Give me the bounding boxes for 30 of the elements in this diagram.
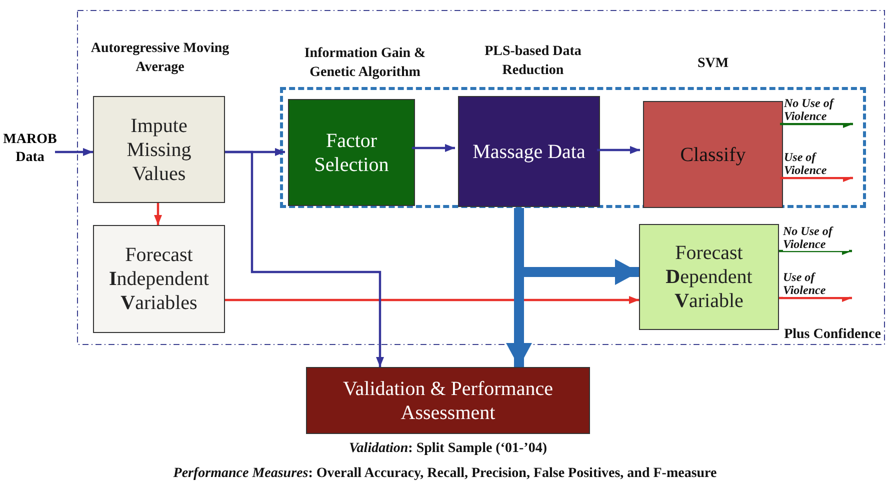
step-heading: PLS-based Data Reduction	[484, 43, 582, 80]
edge-label: Use of Violence	[784, 151, 850, 178]
process-box: Validation & Performance Assessment	[306, 367, 590, 434]
step-heading: Information Gain & Genetic Algorithm	[303, 45, 427, 82]
note-text: Validation: Split Sample (‘01-’04)	[349, 441, 547, 457]
arrow	[779, 247, 852, 255]
edge-label: No Use of Violence	[783, 225, 849, 252]
edge-label: No Use of Violence	[784, 97, 850, 124]
arrow	[780, 174, 853, 182]
process-box: Classify	[643, 101, 783, 208]
process-box: Forecast Independent Variables	[93, 225, 225, 333]
source-label: MAROB Data	[5, 128, 55, 170]
arrow	[597, 146, 640, 154]
arrow	[779, 294, 852, 302]
step-heading: Plus Confidence	[783, 326, 882, 344]
arrow	[225, 296, 639, 304]
arrow	[412, 144, 455, 152]
process-box: Impute Missing Values	[93, 96, 225, 203]
process-box: Factor Selection	[288, 99, 415, 206]
arrow	[225, 150, 384, 367]
step-heading: Autoregressive Moving Average	[90, 40, 230, 77]
step-heading: SVM	[696, 55, 730, 73]
arrow	[55, 148, 93, 156]
arrow	[780, 120, 853, 128]
process-box: Forecast Dependent Variable	[639, 224, 779, 330]
note-text: Performance Measures: Overall Accuracy, Recall, Precision, False Positives, and F-measure	[173, 466, 717, 482]
group-frame	[77, 10, 885, 345]
arrow	[154, 203, 162, 225]
edge-label: Use of Violence	[783, 271, 849, 298]
process-box: Massage Data	[458, 96, 600, 207]
